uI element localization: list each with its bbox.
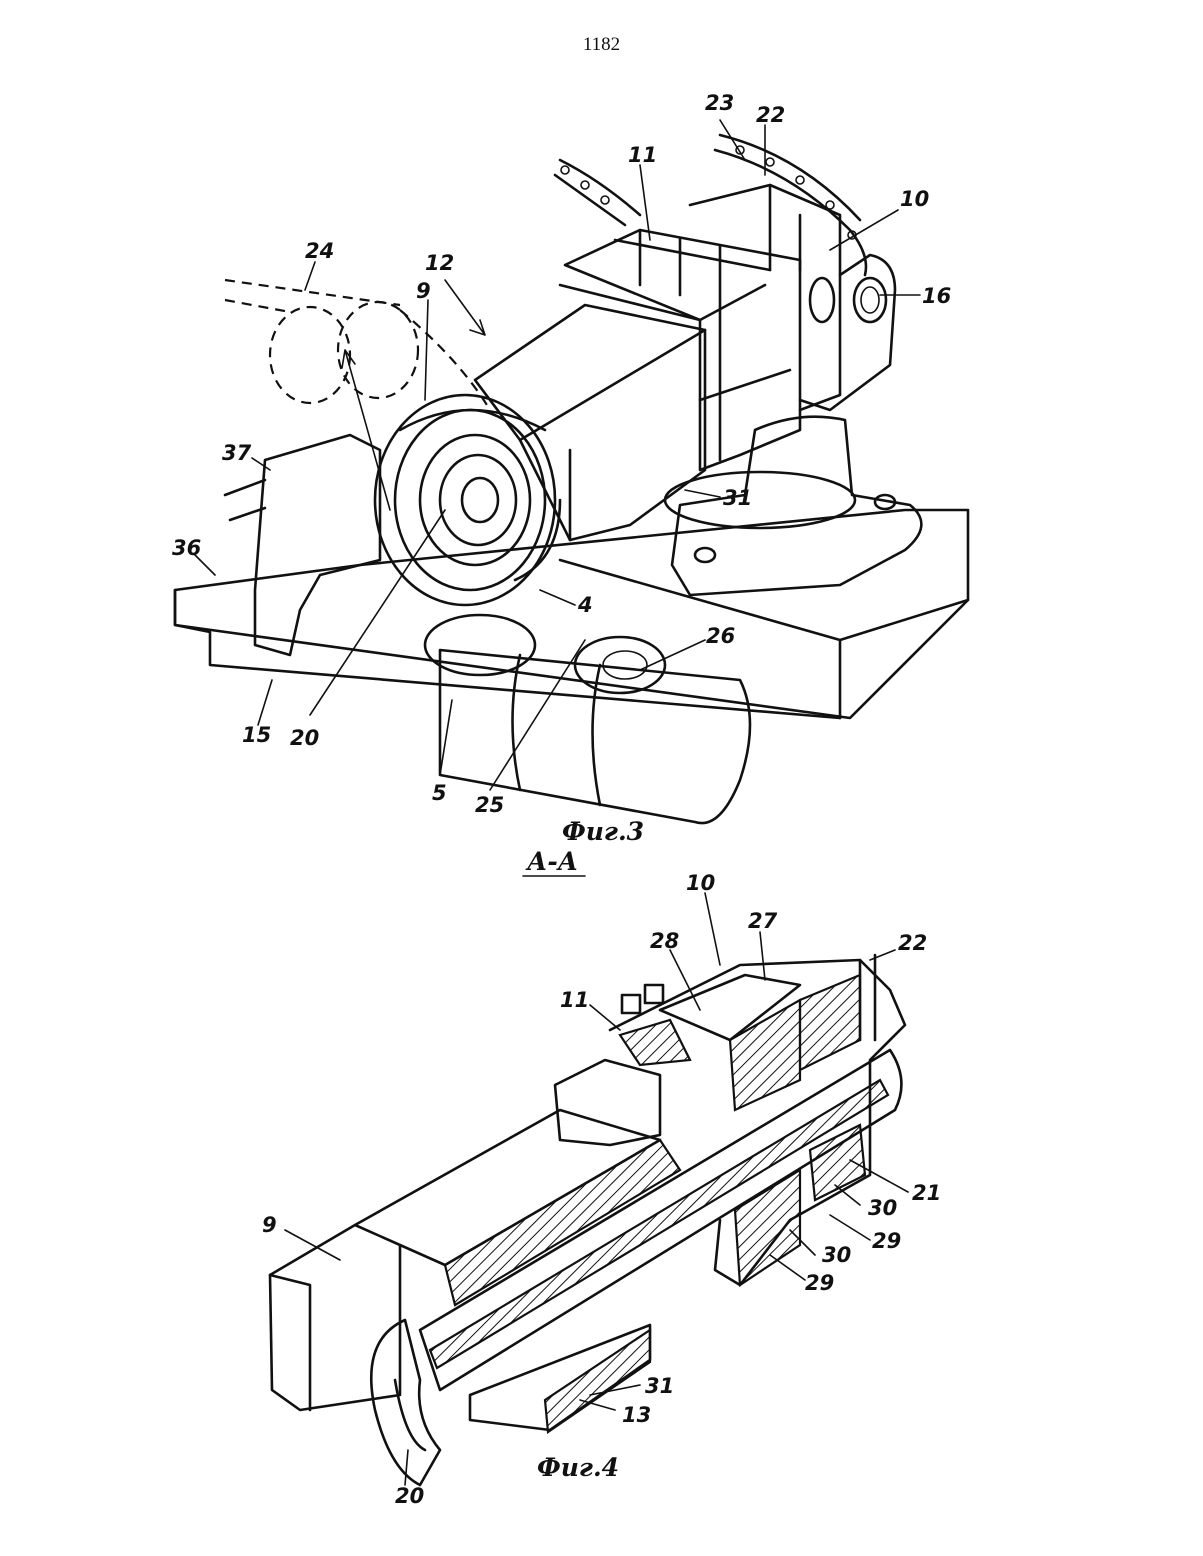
bottom-roller-housing xyxy=(425,615,750,823)
label-16: 16 xyxy=(922,284,951,308)
label-25: 25 xyxy=(475,793,504,817)
label-9: 9 xyxy=(416,279,431,303)
label-23: 23 xyxy=(705,91,734,115)
label-21: 21 xyxy=(912,1181,941,1205)
label-31: 31 xyxy=(645,1374,674,1398)
figure-4-caption: Фиг.4 xyxy=(537,1453,619,1482)
label-27: 27 xyxy=(748,909,778,933)
label-22: 22 xyxy=(756,103,785,127)
label-20: 20 xyxy=(395,1484,424,1508)
leader-lines xyxy=(195,120,920,790)
label-36: 36 xyxy=(172,536,201,560)
label-31: 31 xyxy=(723,486,752,510)
label-29-a: 29 xyxy=(872,1229,901,1253)
label-30-b: 30 xyxy=(822,1243,851,1267)
label-24: 24 xyxy=(305,239,334,263)
label-29-b: 29 xyxy=(805,1271,834,1295)
label-10: 10 xyxy=(686,871,715,895)
base-plate xyxy=(175,510,968,718)
pedestal xyxy=(665,417,921,595)
label-26: 26 xyxy=(706,624,735,648)
plate-stack xyxy=(560,185,840,470)
figure-3-caption: Фиг.3 xyxy=(562,817,644,846)
label-30-a: 30 xyxy=(868,1196,897,1220)
label-5: 5 xyxy=(432,781,447,805)
label-11: 11 xyxy=(560,988,589,1012)
label-12: 12 xyxy=(425,251,454,275)
label-22: 22 xyxy=(898,931,927,955)
label-15: 15 xyxy=(242,723,271,747)
figure-4: А-А xyxy=(262,847,941,1508)
incoming-bar-dashed xyxy=(225,280,490,410)
label-28: 28 xyxy=(650,929,679,953)
clamp-block xyxy=(225,435,380,655)
figure-3: 23 22 11 10 24 12 9 16 37 31 36 4 26 15 … xyxy=(172,91,968,846)
label-13: 13 xyxy=(622,1403,651,1427)
label-20: 20 xyxy=(290,726,319,750)
label-4: 4 xyxy=(577,593,593,617)
left-block xyxy=(270,1225,400,1410)
label-10: 10 xyxy=(900,187,929,211)
label-11: 11 xyxy=(628,143,657,167)
label-9: 9 xyxy=(262,1213,277,1237)
long-body xyxy=(355,1110,680,1305)
bracket-eye xyxy=(800,255,895,410)
section-label: А-А xyxy=(525,847,578,876)
label-37: 37 xyxy=(222,441,252,465)
rear-housing xyxy=(555,955,905,1285)
